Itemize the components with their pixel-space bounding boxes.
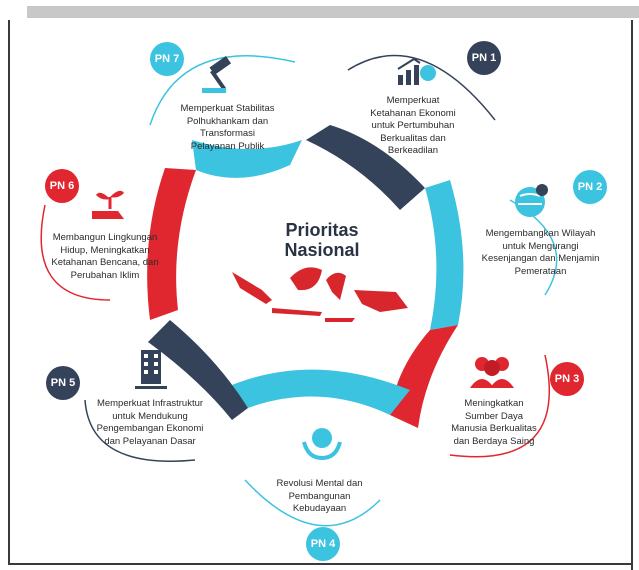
badge-pn5: PN 5: [46, 366, 80, 400]
arc-pn3: [449, 354, 550, 458]
text-pn7: Memperkuat Stabilitas Polhukhankam dan T…: [170, 103, 285, 153]
text-pn6-line: Perubahan Iklim: [70, 269, 140, 281]
text-pn3: Meningkatkan Sumber Daya Manusia Berkual…: [438, 398, 550, 448]
ring-segment-pn1: [306, 125, 425, 210]
center-title-line2: Nasional: [284, 240, 360, 260]
text-pn2-line: Kesenjangan dan Menjamin: [481, 253, 600, 264]
text-pn1: Memperkuat Ketahanan Ekonomi untuk Pertu…: [358, 95, 468, 158]
text-pn1-line: Ketahanan Ekonomi: [370, 107, 456, 119]
text-pn3-line: Sumber Daya: [464, 410, 524, 422]
text-pn2-line: Mengembangkan Wilayah: [485, 228, 596, 239]
arc-pn1: [347, 54, 496, 121]
badge-pn2: PN 2: [573, 170, 607, 204]
badge-pn4: PN 4: [306, 527, 340, 561]
text-pn7-line: Memperkuat Stabilitas: [180, 103, 275, 114]
text-pn2-line: Pemerataan: [514, 265, 567, 277]
ring-segment-pn3: [390, 325, 458, 428]
arc-pn4: [244, 479, 381, 527]
text-pn5-line: Memperkuat Infrastruktur: [96, 398, 204, 409]
text-pn6: Membangun Lingkungan Hidup, Meningkatkan…: [40, 232, 170, 282]
arc-pn6: [40, 204, 111, 301]
ring-segment-pn6: [147, 168, 196, 320]
gavel-icon: [200, 55, 242, 100]
center-title-line1: Prioritas: [285, 220, 359, 240]
text-pn2-line: untuk Mengurangi: [502, 240, 579, 252]
text-pn1-line: untuk Pertumbuhan: [371, 120, 455, 131]
left-border: [8, 20, 10, 565]
text-pn1-line: Memperkuat: [386, 95, 440, 106]
people-icon: [468, 352, 516, 395]
ring-segment-pn2: [425, 180, 464, 330]
growth-chart-icon: [396, 55, 438, 92]
top-bar: [27, 6, 639, 18]
text-pn7-line: Transformasi: [199, 128, 256, 139]
badge-pn7: PN 7: [150, 42, 184, 76]
brain-hands-icon: [302, 424, 342, 465]
center-title: Prioritas Nasional: [262, 220, 382, 260]
text-pn1-line: Berkeadilan: [387, 145, 439, 156]
text-pn1-line: Berkualitas dan: [380, 132, 446, 144]
text-pn4: Revolusi Mental dan Pembangunan Kebudaya…: [262, 478, 377, 516]
text-pn7-line: Pelayanan Publik: [190, 140, 265, 152]
text-pn5: Memperkuat Infrastruktur untuk Mendukung…: [80, 398, 220, 448]
text-pn5-line: untuk Mendukung: [112, 410, 188, 422]
text-pn6-line: Ketahanan Bencana, dan: [51, 257, 159, 268]
badge-pn6: PN 6: [45, 169, 79, 203]
text-pn4-line: Kebudayaan: [292, 503, 347, 514]
ring-segment-pn7: [192, 140, 302, 178]
arc-pn7: [149, 55, 296, 126]
badge-pn3: PN 3: [550, 362, 584, 396]
text-pn3-line: Meningkatkan: [464, 398, 524, 409]
building-icon: [135, 348, 167, 395]
text-pn3-line: dan Berdaya Saing: [453, 435, 535, 447]
ring-segment-pn4: [232, 369, 410, 415]
text-pn3-line: Manusia Berkualitas: [451, 423, 537, 434]
indonesia-map: [232, 267, 408, 322]
text-pn7-line: Polhukhankam dan: [186, 115, 269, 127]
text-pn6-line: Hidup, Meningkatkan: [60, 244, 150, 256]
ring-segment-pn5: [148, 320, 248, 420]
globe-pin-icon: [512, 182, 552, 225]
right-border: [631, 20, 633, 570]
badge-pn1: PN 1: [467, 41, 501, 75]
bottom-border: [8, 563, 633, 565]
arc-pn5: [84, 399, 196, 462]
plant-hand-icon: [90, 185, 130, 226]
text-pn4-line: Revolusi Mental dan: [276, 478, 363, 489]
text-pn5-line: Pengembangan Ekonomi: [96, 423, 204, 434]
text-pn5-line: dan Pelayanan Dasar: [104, 435, 196, 447]
text-pn6-line: Membangun Lingkungan: [52, 232, 158, 243]
text-pn4-line: Pembangunan: [288, 490, 351, 502]
text-pn2: Mengembangkan Wilayah untuk Mengurangi K…: [468, 228, 613, 278]
